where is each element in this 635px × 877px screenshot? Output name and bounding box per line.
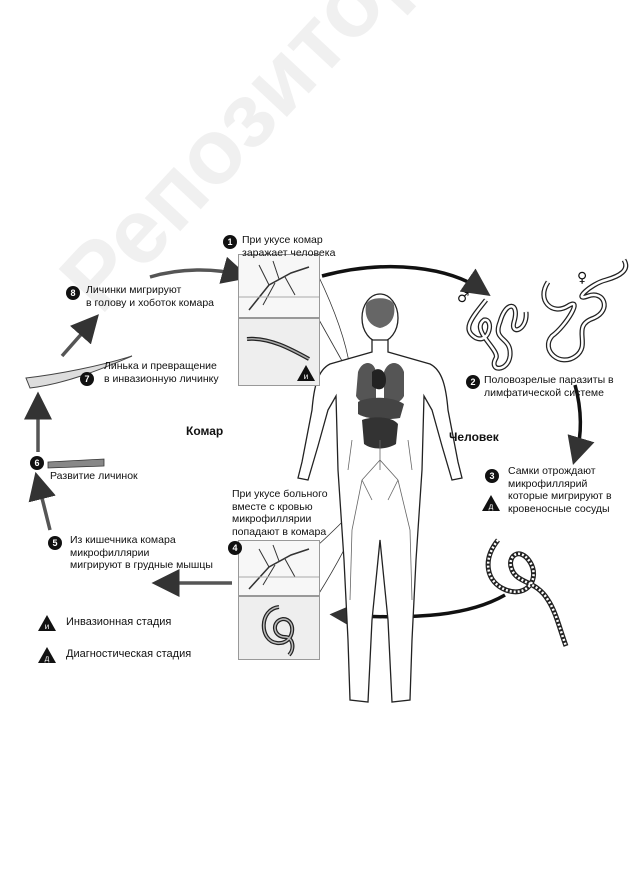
adult-worm-male-inner — [467, 299, 528, 370]
step-8-label: Личинки мигрируют в голову и хоботок ком… — [86, 284, 215, 309]
step-2-label: Половозрелые паразиты в лимфатической си… — [484, 374, 614, 399]
microfilaria-box — [238, 596, 320, 660]
step-1-label: При укусе комар заражает человека — [242, 234, 336, 259]
legend-diagnostic-label: Диагностическая стадия — [66, 648, 192, 660]
arrow-2-to-3 — [567, 384, 595, 466]
step-5-label: Из кишечника комара микрофиллярии мигрир… — [70, 534, 213, 571]
diagnostic-stage-triangle: д — [482, 495, 500, 511]
step-5-number: 5 — [48, 536, 62, 550]
microfilaria-blood — [485, 538, 569, 647]
step-3-label: Самки отрождают микрофиллярий которые ми… — [508, 465, 612, 515]
arrow-8-to-1 — [149, 256, 251, 284]
legend-infective-mark: и — [45, 622, 49, 631]
female-symbol: ♀ — [577, 270, 588, 286]
adult-worm-female-inner — [542, 259, 627, 362]
diagnostic-stage-mark: д — [489, 502, 494, 511]
legend-infective-triangle: и — [38, 615, 56, 631]
mosquito-bite-box-top — [238, 254, 320, 318]
arrow-7-to-8 — [60, 314, 99, 358]
step-7-number: 7 — [80, 372, 94, 386]
larva-stage-7 — [25, 355, 133, 389]
legend-diagnostic-mark: д — [45, 654, 50, 663]
legend-infective-label: Инвазионная стадия — [66, 616, 172, 628]
step-1-number: 1 — [223, 235, 237, 249]
side-label-mosquito: Комар — [186, 424, 224, 438]
infective-larva-icon — [246, 336, 310, 361]
step-6-number: 6 — [30, 456, 44, 470]
step-3-number: 3 — [485, 469, 499, 483]
larva-stage-6 — [47, 458, 105, 469]
lymph-vessels — [347, 439, 413, 601]
microfilaria-blood-inner — [486, 539, 568, 647]
mosquito-icon-2 — [239, 544, 319, 590]
connector-bite-top — [317, 274, 351, 369]
side-label-human: Человек — [449, 430, 499, 444]
male-symbol: ♂ — [457, 290, 470, 306]
mosquito-bite-box-bottom — [238, 540, 320, 596]
legend-diagnostic-triangle: д — [38, 647, 56, 663]
infective-stage-mark: и — [304, 372, 308, 381]
step-4-number: 4 — [228, 541, 242, 555]
connector-bite-top-2 — [317, 317, 347, 369]
step-8-number: 8 — [66, 286, 80, 300]
arrow-1-to-2 — [321, 264, 491, 296]
mosquito-icon — [239, 260, 319, 311]
human-organs — [356, 298, 404, 449]
infective-stage-triangle: и — [297, 365, 315, 381]
step-4-label: При укусе больного вместе с кровью микро… — [232, 488, 328, 538]
step-7-label: Линька и превращение в инвазионную личин… — [104, 360, 219, 385]
step-6-label: Развитие личинок — [50, 470, 138, 482]
arrow-5-to-6 — [28, 471, 56, 531]
step-2-number: 2 — [466, 375, 480, 389]
microfilaria-icon — [261, 605, 295, 657]
